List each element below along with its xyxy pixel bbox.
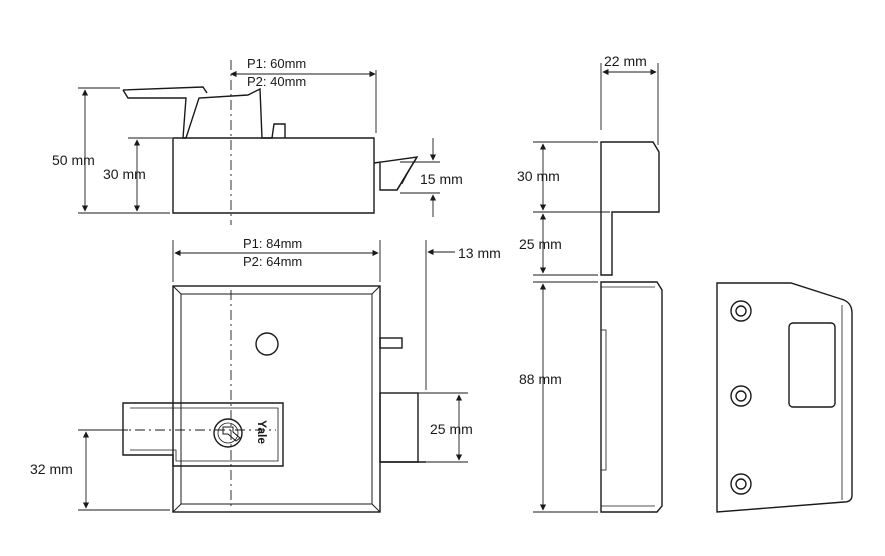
brand-logo: Yale [255, 420, 269, 444]
lock-front-view [95, 285, 426, 513]
lock-top-view [122, 60, 419, 225]
staple-front-view [716, 282, 853, 513]
staple-25-label: 25 mm [519, 236, 562, 252]
key-icon [222, 426, 241, 442]
p1-84-label: P1: 84mm [243, 236, 302, 251]
cyl-32-label: 32 mm [30, 461, 73, 477]
staple-keeper-slot [788, 322, 836, 408]
lock-case [172, 285, 381, 513]
staple-lower [600, 281, 663, 513]
screw-hole-bottom [730, 473, 752, 495]
lock-body-side [172, 137, 375, 214]
bolt-15-label: 15 mm [420, 171, 463, 187]
width-22-label: 22 mm [604, 53, 647, 69]
snib-lever [122, 87, 286, 139]
screw-hole-top [730, 300, 752, 322]
deadlock-pin [379, 337, 403, 349]
front-dimensions [78, 240, 468, 511]
staple-30-label: 30 mm [517, 168, 560, 184]
cylinder-housing [122, 402, 284, 467]
p2-40-label: P2: 40mm [247, 74, 306, 89]
bolt-25-label: 25 mm [430, 421, 473, 437]
p1-60-label: P1: 60mm [247, 56, 306, 71]
p2-64-label: P2: 64mm [243, 254, 302, 269]
staple-dimensions [533, 63, 659, 513]
staple-plate [716, 282, 853, 513]
offset-13-label: 13 mm [458, 245, 501, 261]
staple-side-view [600, 141, 663, 513]
height-30-label: 30 mm [103, 166, 146, 182]
screw-hole-middle [730, 385, 752, 407]
snib-hole [255, 332, 279, 356]
latch-bolt-face [379, 392, 419, 463]
staple-88-label: 88 mm [519, 371, 562, 387]
staple-upper [600, 141, 660, 276]
height-50-label: 50 mm [52, 152, 95, 168]
key-cylinder [213, 418, 243, 448]
top-view-dimensions [78, 70, 440, 217]
